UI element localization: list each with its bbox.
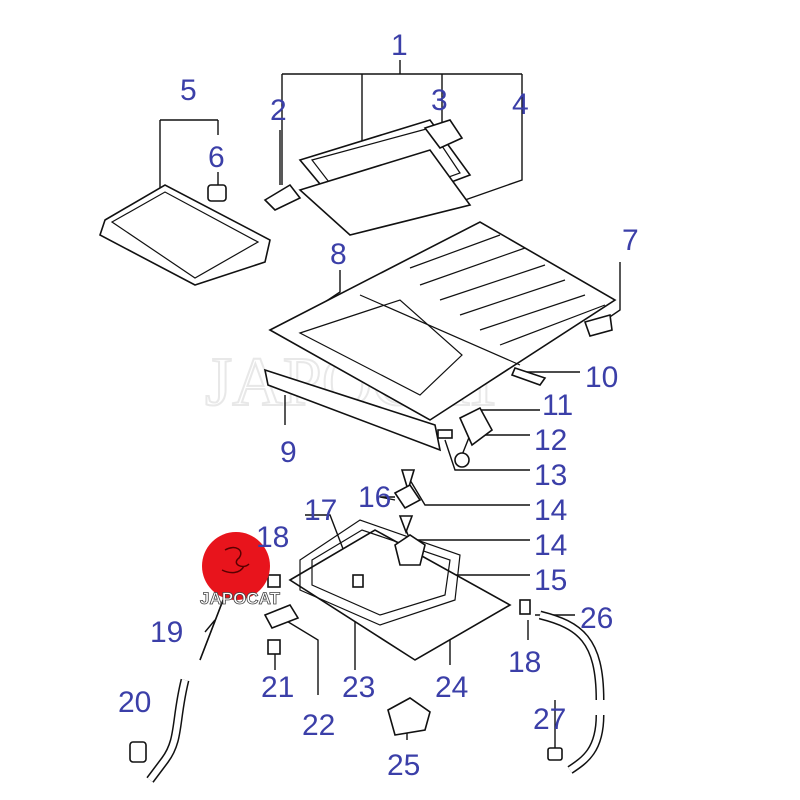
part-bracket-16 [393, 483, 422, 510]
part-strip-10 [510, 367, 547, 386]
label-10: 10 [585, 361, 618, 394]
part-bracket-11 [458, 406, 494, 447]
part-bracket-3 [423, 119, 464, 149]
label-5: 5 [180, 74, 197, 107]
label-18: 18 [256, 521, 289, 554]
part-pin-17 [352, 574, 364, 588]
part-hose-19 [199, 594, 226, 661]
part-clip-6 [207, 184, 227, 202]
label-2: 2 [270, 94, 287, 127]
label-20: 20 [118, 686, 151, 719]
label-14b: 14 [534, 529, 567, 562]
label-6: 6 [208, 141, 225, 174]
part-bracket-2 [263, 183, 302, 211]
part-bracket-7 [583, 313, 613, 337]
label-19: 19 [150, 616, 183, 649]
part-roof-panel-8 [268, 221, 617, 421]
part-sunroof-glass [298, 119, 472, 236]
part-bolt-21 [267, 639, 281, 655]
part-hose-drain-left [146, 678, 190, 783]
part-frame-5 [99, 184, 271, 286]
part-hose-26 [538, 610, 605, 774]
label-16: 16 [358, 481, 391, 514]
label-27: 27 [533, 703, 566, 736]
label-12: 12 [534, 424, 567, 457]
part-motor-15 [394, 534, 426, 566]
label-8: 8 [330, 238, 347, 271]
label-3: 3 [431, 84, 448, 117]
part-connector-27 [547, 747, 563, 761]
label-1: 1 [391, 29, 408, 62]
label-26: 26 [580, 602, 613, 635]
label-25: 25 [387, 749, 420, 782]
part-screw-14 [398, 469, 416, 535]
label-18b: 18 [508, 646, 541, 679]
part-housing-24 [288, 519, 512, 661]
logo-text: JAPOCAT [200, 589, 281, 608]
label-23: 23 [342, 671, 375, 704]
part-bolt-12 [437, 429, 453, 439]
part-nut-13 [454, 452, 470, 468]
label-15: 15 [534, 564, 567, 597]
label-17: 17 [304, 494, 337, 527]
label-14: 14 [534, 494, 567, 527]
label-24: 24 [435, 671, 468, 704]
part-clip-18 [267, 574, 531, 615]
part-bracket-22 [263, 604, 300, 629]
label-22: 22 [302, 709, 335, 742]
japocat-logo: JAPOCAT [200, 532, 281, 608]
part-grommet-20 [129, 741, 147, 763]
part-bracket-25 [387, 697, 431, 736]
label-7: 7 [622, 224, 639, 257]
label-9: 9 [280, 436, 297, 469]
part-number-labels: 1 2 3 4 5 6 7 8 9 10 11 12 13 14 16 17 1… [118, 29, 639, 782]
label-4: 4 [512, 88, 529, 121]
part-rail-9 [263, 368, 442, 452]
label-11: 11 [542, 389, 573, 422]
label-13: 13 [534, 459, 567, 492]
label-21: 21 [261, 671, 294, 704]
